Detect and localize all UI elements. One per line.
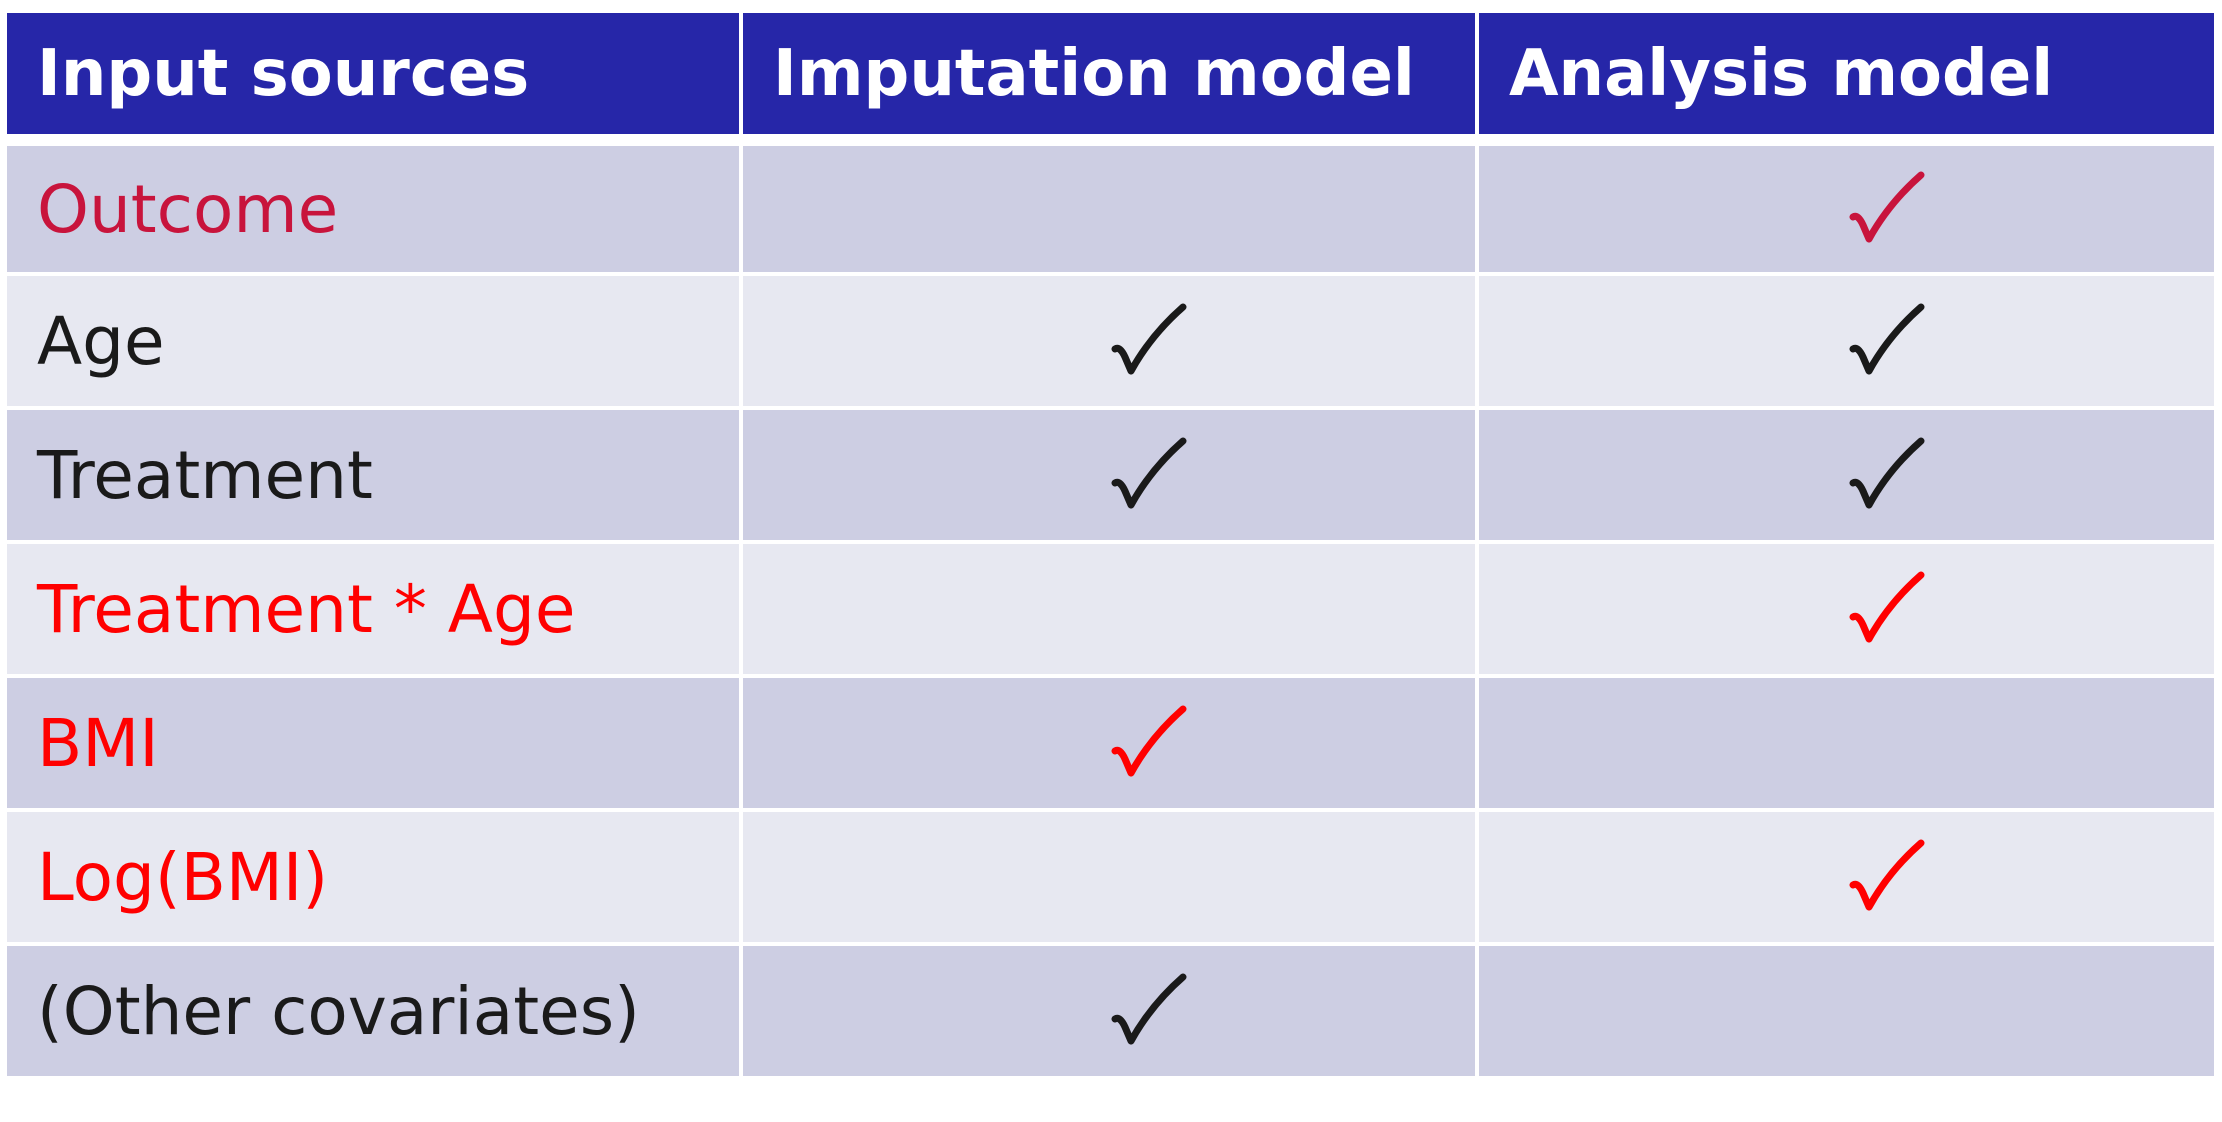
imputation-cell (739, 140, 1479, 276)
header-input-sources: Input sources (7, 13, 743, 146)
imputation-cell (739, 408, 1479, 544)
imputation-cell (739, 810, 1479, 946)
checkmark-icon (1109, 701, 1189, 781)
header-imputation-model: Imputation model (739, 13, 1479, 146)
checkmark-icon (1847, 167, 1927, 247)
table-row: Log(BMI) (7, 810, 2214, 946)
checkmark-icon (1847, 433, 1927, 513)
row-label: BMI (7, 676, 743, 812)
analysis-cell (1475, 274, 2214, 410)
table-row: Age (7, 274, 2214, 410)
row-label: Treatment * Age (7, 542, 743, 678)
checkmark-icon (1109, 299, 1189, 379)
table-row: (Other covariates) (7, 944, 2214, 1080)
analysis-cell (1475, 542, 2214, 678)
table-row: Outcome (7, 140, 2214, 276)
header-row: Input sources Imputation model Analysis … (7, 13, 2214, 146)
imputation-cell (739, 542, 1479, 678)
imputation-cell (739, 944, 1479, 1080)
checkmark-icon (1847, 567, 1927, 647)
table-container: Input sources Imputation model Analysis … (7, 13, 2214, 1080)
imputation-cell (739, 274, 1479, 410)
checkmark-icon (1109, 433, 1189, 513)
analysis-cell (1475, 140, 2214, 276)
checkmark-icon (1109, 969, 1189, 1049)
row-label: Log(BMI) (7, 810, 743, 946)
table-row: Treatment (7, 408, 2214, 544)
analysis-cell (1475, 944, 2214, 1080)
checkmark-icon (1847, 835, 1927, 915)
model-inputs-table: Input sources Imputation model Analysis … (7, 13, 2214, 1080)
analysis-cell (1475, 810, 2214, 946)
imputation-cell (739, 676, 1479, 812)
header-analysis-model: Analysis model (1475, 13, 2214, 146)
table-row: BMI (7, 676, 2214, 812)
analysis-cell (1475, 408, 2214, 544)
row-label: Treatment (7, 408, 743, 544)
row-label: Outcome (7, 140, 743, 276)
table-row: Treatment * Age (7, 542, 2214, 678)
row-label: Age (7, 274, 743, 410)
checkmark-icon (1847, 299, 1927, 379)
row-label: (Other covariates) (7, 944, 743, 1080)
analysis-cell (1475, 676, 2214, 812)
